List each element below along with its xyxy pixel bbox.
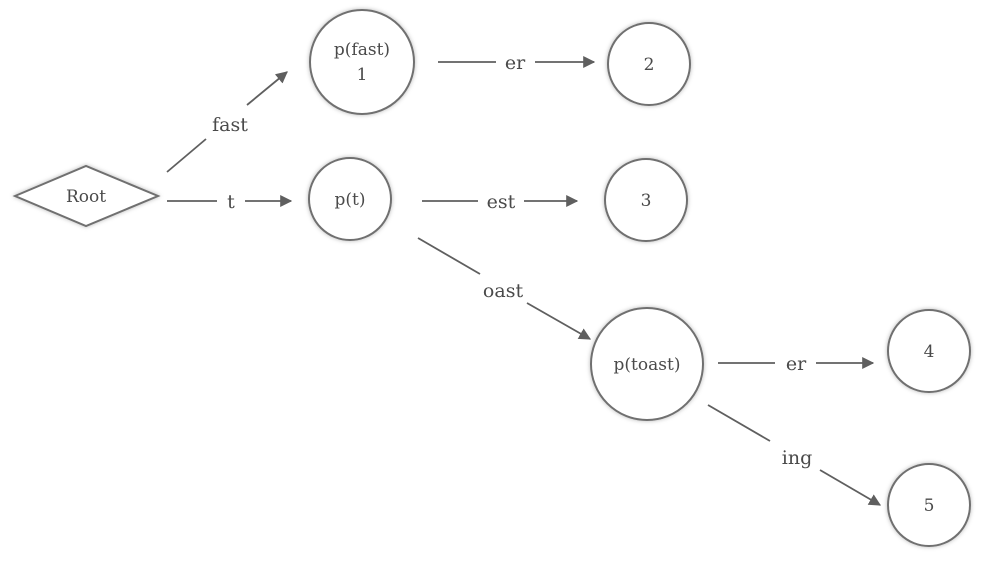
edge-pt-to-ptoast: oast	[417, 237, 592, 340]
node-root: Root	[12, 164, 161, 228]
node-3-label: 3	[641, 191, 652, 211]
edge-ptoast-to-4: er	[718, 353, 875, 375]
node-pfast: p(fast) 1	[309, 9, 415, 115]
node-ptoast-circle	[590, 307, 704, 421]
edge-root-to-pfast-segment-b	[246, 71, 288, 106]
node-2-label: 2	[644, 55, 655, 75]
node-4-circle	[887, 309, 971, 393]
edge-pt-to-ptoast-segment-a	[417, 237, 481, 275]
edge-root-to-pt: t	[167, 191, 293, 213]
edge-ptoast-to-5-segment-b	[819, 469, 882, 506]
edge-pt-to-ptoast-segment-b	[526, 302, 592, 340]
node-2-circle	[607, 22, 691, 106]
edge-label-fast: fast	[212, 114, 248, 136]
edge-ptoast-to-5-segment-a	[707, 404, 771, 442]
edge-ptoast-to-5: ing	[707, 404, 882, 506]
node-pt: p(t)	[308, 157, 392, 241]
node-5-label: 5	[924, 496, 935, 516]
node-5-circle	[887, 463, 971, 547]
edge-label-er-bottom: er	[786, 353, 807, 375]
node-4-label: 4	[924, 342, 935, 362]
edge-label-t: t	[227, 191, 235, 213]
edge-label-er-top: er	[505, 52, 526, 74]
edge-root-to-pfast-segment-a	[166, 138, 207, 173]
node-pfast-label: p(fast)	[334, 40, 390, 60]
edge-label-ing: ing	[782, 447, 812, 469]
edge-root-to-pfast: fast	[166, 71, 288, 173]
edge-pt-to-3: est	[422, 191, 579, 213]
node-3: 3	[604, 158, 688, 242]
edge-pfast-to-2: er	[438, 52, 596, 74]
node-ptoast: p(toast)	[590, 307, 704, 421]
node-4: 4	[887, 309, 971, 393]
node-root-diamond	[12, 164, 161, 228]
node-3-circle	[604, 158, 688, 242]
node-pt-circle	[308, 157, 392, 241]
node-2: 2	[607, 22, 691, 106]
node-root-label: Root	[66, 187, 106, 207]
node-5: 5	[887, 463, 971, 547]
node-pfast-circle	[309, 9, 415, 115]
edge-label-oast: oast	[483, 280, 524, 302]
node-pfast-count: 1	[357, 65, 368, 85]
edge-label-est: est	[487, 191, 516, 213]
node-pt-label: p(t)	[335, 190, 366, 210]
node-ptoast-label: p(toast)	[614, 355, 681, 375]
